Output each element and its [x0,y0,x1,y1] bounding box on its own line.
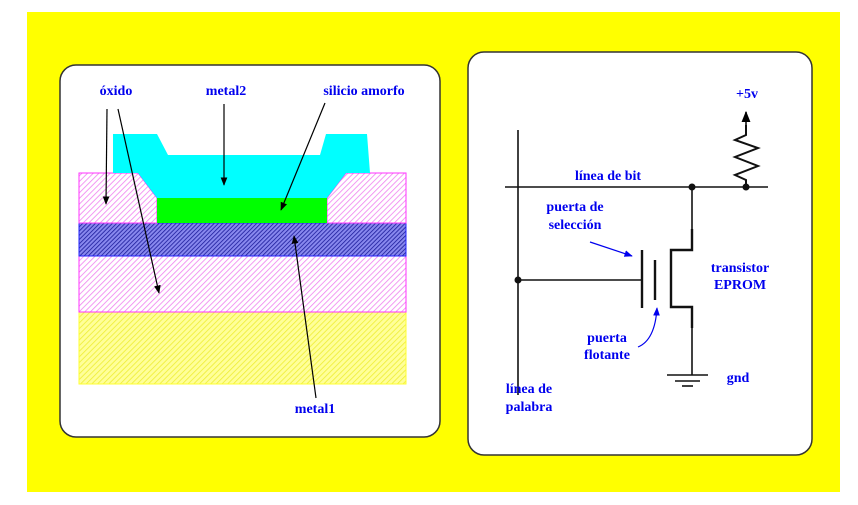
ground-icon [667,374,708,387]
transistor-label-1: transistor [711,261,769,276]
silicon-arrow [280,102,326,211]
floating-gate-arrow [637,307,660,348]
floating-gate-label-1: puerta [587,331,627,346]
junction-dot [742,183,750,191]
select-gate-label-2: selección [549,218,602,233]
supply-label: +5v [736,87,758,102]
substrate-layer [78,311,407,385]
amorphous-silicon-label: silicio amorfo [323,84,404,99]
metal1-arrow [291,235,317,399]
metal1-label: metal1 [295,402,335,417]
junction-dot [688,183,696,191]
oxide-label: óxido [100,84,133,99]
word-line-label-1: línea de [506,382,552,397]
junction-dot [514,276,522,284]
circuit-panel: +5v línea de bit puerta de selección tra… [467,51,813,456]
select-gate-label-1: puerta de [546,200,603,215]
resistor-icon [732,125,761,187]
word-line-label-2: palabra [506,400,553,415]
metal2-layer [113,134,370,198]
oxide-layer-bottom [78,255,407,313]
oxide-arrow-top [102,108,110,205]
metal1-layer [78,222,407,257]
transistor-channel [669,229,694,328]
amorphous-silicon-layer [157,198,327,223]
ground-label: gnd [727,371,750,386]
transistor-label-2: EPROM [714,278,766,293]
select-gate-arrow [589,241,633,257]
metal2-label: metal2 [206,84,246,99]
bit-line-label: línea de bit [575,169,641,184]
cross-section-panel: óxido metal2 silicio amorfo metal1 [59,64,441,438]
floating-gate-label-2: flotante [584,348,630,363]
oxide-arrow-bottom [117,108,161,294]
